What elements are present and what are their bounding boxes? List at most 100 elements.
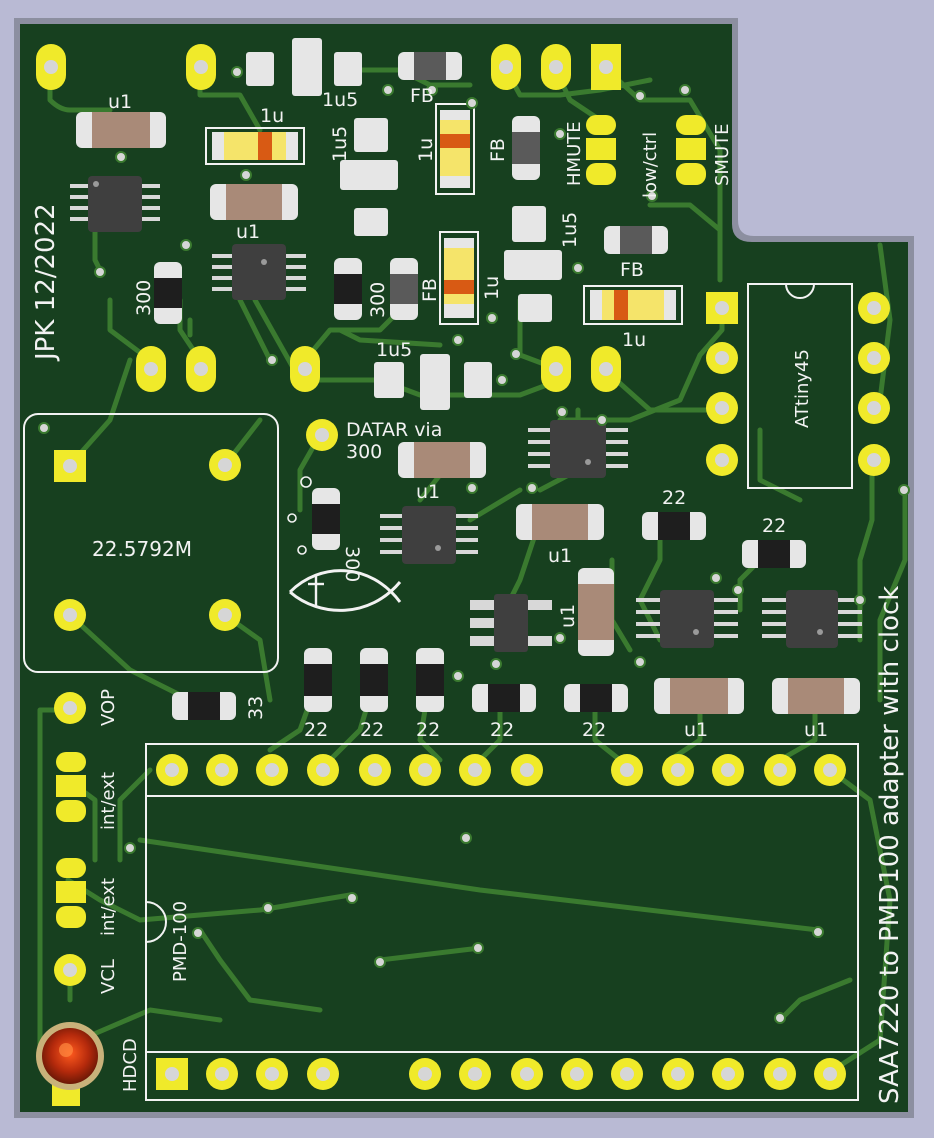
silk-text: u1 u1 u1 u1 u1 u1 u1 u1 1u 1u 1u 1u 1u5 … — [31, 85, 905, 1104]
label-hmute: HMUTE — [564, 121, 585, 186]
label-crystal: 22.5792M — [92, 537, 192, 561]
label-u1-b: u1 — [236, 221, 260, 243]
top-header-pads — [36, 44, 621, 90]
ic-u1-right-b — [762, 590, 862, 648]
cap-u1-mid-left — [210, 184, 298, 220]
label-22-c: 22 — [304, 719, 328, 741]
label-u1-f: u1 — [804, 719, 828, 741]
ceramic-caps — [76, 112, 860, 714]
r22-e — [416, 648, 444, 712]
label-1u5-c: 1u5 — [559, 212, 581, 248]
label-1u-b: 1u — [415, 138, 437, 162]
tant-1u-right-b — [583, 285, 683, 325]
label-hdcd: HDCD — [120, 1038, 141, 1092]
ic-u1-right-a — [636, 590, 738, 648]
label-300-c: 300 — [346, 441, 382, 463]
label-u1-g: u1 — [557, 604, 579, 628]
label-low-ctrl: low/ctrl — [640, 132, 661, 198]
label-300-b: 300 — [367, 282, 389, 318]
ic-u1-center — [528, 420, 628, 478]
ic-u1-top-left — [70, 176, 160, 232]
vias — [38, 66, 910, 1024]
ic-packages — [70, 176, 862, 652]
r300-a — [154, 262, 182, 324]
label-fb-b: FB — [487, 138, 509, 162]
tantalum-caps — [205, 103, 683, 325]
label-22-f: 22 — [490, 719, 514, 741]
cap-u1-top-left — [76, 112, 166, 148]
silk-small-circles — [287, 476, 312, 555]
label-datar-via: DATAR via — [346, 419, 442, 441]
r300-b — [334, 258, 362, 320]
label-300-d: 300 — [341, 546, 363, 582]
pmd-top-row-pads — [156, 754, 846, 786]
tant-1u-right — [435, 103, 475, 195]
label-fb-d: FB — [620, 259, 644, 281]
fb-right — [512, 116, 540, 180]
ic-sot-center — [470, 594, 552, 652]
ic-u1-mid-left — [212, 244, 306, 300]
label-33: 33 — [245, 696, 267, 720]
pmd-bottom-row-pads — [156, 1058, 846, 1090]
middle-header-pads — [136, 346, 621, 392]
fb-top — [398, 52, 462, 80]
label-u1-a: u1 — [108, 91, 132, 113]
label-22-g: 22 — [582, 719, 606, 741]
ic-u1-lower — [380, 506, 478, 564]
board-title-vertical: SAA7220 to PMD100 adapter with clock — [875, 586, 905, 1104]
label-22-a: 22 — [662, 487, 686, 509]
fb-mid — [390, 258, 418, 320]
fish-logo — [288, 569, 402, 612]
left-edge-pads — [54, 692, 86, 986]
label-attiny45: ATtiny45 — [792, 349, 813, 428]
label-300-a: 300 — [133, 280, 155, 316]
hdcd-led — [36, 1022, 104, 1106]
r22-f — [472, 684, 536, 712]
caps-1u5 — [246, 38, 562, 410]
r22-b — [742, 540, 806, 568]
cap-300-datar — [398, 442, 486, 478]
label-int-ext-a: int/ext — [98, 772, 119, 830]
fb-right-b — [604, 226, 668, 254]
label-u1-c: u1 — [416, 481, 440, 503]
label-vcl: VCL — [98, 959, 119, 994]
label-1u-d: 1u — [622, 329, 646, 351]
board-author-date: JPK 12/2022 — [31, 203, 61, 362]
copper-traces — [37, 65, 908, 1075]
label-1u-c: 1u — [481, 276, 503, 300]
label-1u-a: 1u — [260, 105, 284, 127]
label-u1-e: u1 — [684, 719, 708, 741]
label-1u5-d: 1u5 — [376, 339, 412, 361]
label-fb-a: FB — [410, 85, 434, 107]
crystal-pads — [54, 449, 241, 631]
label-22-d: 22 — [360, 719, 384, 741]
tant-1u-mid — [439, 231, 479, 325]
label-smute: SMUTE — [712, 124, 733, 187]
label-22-e: 22 — [416, 719, 440, 741]
ferrite-beads — [390, 52, 668, 320]
label-u1-d: u1 — [548, 545, 572, 567]
r300-c — [312, 488, 340, 550]
label-1u5-a: 1u5 — [322, 89, 358, 111]
r22-c — [304, 648, 332, 712]
r22-g — [564, 684, 628, 712]
r22-a — [642, 512, 706, 540]
cap-u1-right-b — [772, 678, 860, 714]
attiny-pads — [706, 292, 890, 476]
crystal-outline — [23, 413, 279, 673]
label-fb-c: FB — [419, 278, 441, 302]
attiny45-outline — [747, 283, 853, 489]
r22-d — [360, 648, 388, 712]
resistors — [154, 258, 806, 720]
r33 — [172, 692, 236, 720]
label-1u5-b: 1u5 — [329, 126, 351, 162]
label-pmd100: PMD-100 — [170, 901, 191, 982]
tant-1u-top — [205, 127, 305, 165]
jumper-pads — [56, 115, 706, 928]
through-hole-pads — [36, 44, 890, 986]
label-vop: VOP — [98, 689, 119, 726]
datar-via-pad — [306, 419, 338, 451]
cap-u1-right-a — [654, 678, 744, 714]
cap-u1-center — [516, 504, 604, 540]
